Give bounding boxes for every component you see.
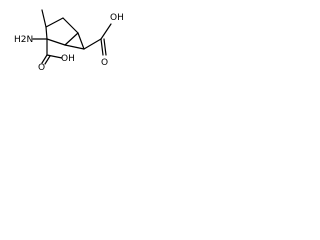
- amino-label: H2N: [14, 35, 33, 45]
- chemical-structure: H2N OH O OH O: [14, 9, 124, 72]
- right-hydroxyl-label: OH: [110, 13, 124, 23]
- bond-c3-c4: [45, 17, 64, 28]
- bond-carboxyl-o-left-1: [41, 54, 48, 64]
- bond-c3-methyl: [41, 9, 47, 28]
- bond-carboxyl-oh-left: [46, 54, 63, 59]
- bond-c1-c2: [46, 38, 66, 46]
- bond-c5-c6: [77, 32, 85, 50]
- bond-carboxyl-oh-right: [100, 23, 112, 40]
- bond-carboxyl-o-right-2: [103, 38, 107, 56]
- bond-c1-c6: [64, 44, 85, 50]
- left-carbonyl-oxygen-label: O: [38, 63, 45, 72]
- right-carbonyl-oxygen-label: O: [101, 58, 108, 68]
- bond-carboxyl-o-left-2: [44, 55, 51, 65]
- bond-c6-carboxyl: [83, 38, 102, 50]
- bond-c5-c1: [64, 32, 79, 46]
- bond-c4-c5: [62, 17, 79, 34]
- left-hydroxyl-label: OH: [61, 54, 75, 64]
- bond-carboxyl-o-right-1: [100, 38, 104, 56]
- bond-c2-c3: [45, 26, 48, 40]
